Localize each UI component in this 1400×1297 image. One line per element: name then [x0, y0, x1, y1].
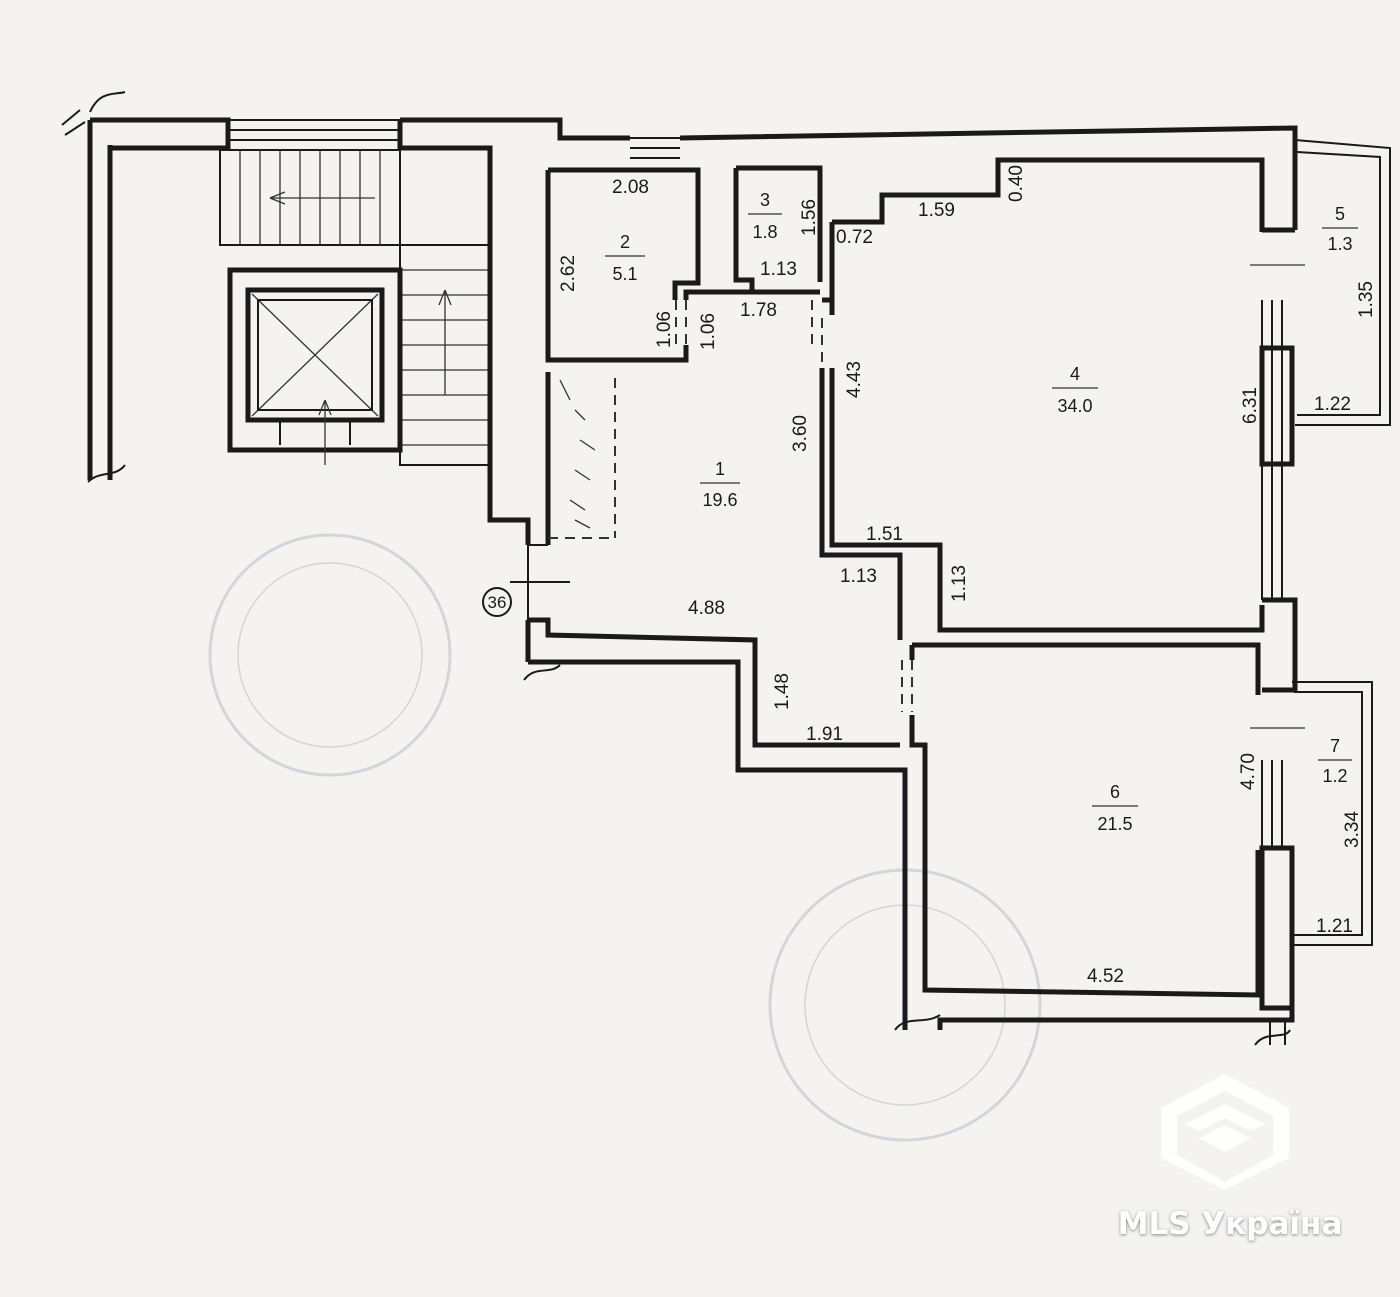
room-4-label: 4 34.0 — [1052, 364, 1098, 416]
dim-4-70: 4.70 — [1238, 753, 1259, 790]
dim-1-22: 1.22 — [1314, 394, 1351, 415]
room-2-label: 2 5.1 — [605, 232, 645, 284]
balcony-7 — [1250, 681, 1373, 946]
room-6-number: 6 — [1110, 782, 1120, 802]
dim-1-56: 1.56 — [799, 199, 820, 236]
stairwell — [90, 117, 531, 545]
dim-1-13-a: 1.13 — [760, 259, 797, 280]
dim-1-91: 1.91 — [806, 724, 843, 745]
mls-cube-logo-icon — [1161, 1074, 1289, 1190]
axis-marker: 36 — [482, 587, 512, 617]
room-5-area: 1.3 — [1327, 234, 1352, 254]
dim-1-35: 1.35 — [1356, 281, 1377, 318]
stamp-left — [208, 533, 452, 777]
room-6-area: 21.5 — [1097, 814, 1132, 834]
room-7-number: 7 — [1330, 736, 1340, 756]
room-5-label: 5 1.3 — [1322, 204, 1358, 254]
dim-1-06-a: 1.06 — [654, 311, 675, 348]
room-5-number: 5 — [1335, 204, 1345, 224]
room-6-walls — [901, 642, 1261, 998]
room-4-area: 34.0 — [1057, 396, 1092, 416]
room-7-label: 7 1.2 — [1318, 736, 1352, 786]
room-3-walls — [733, 165, 823, 293]
dim-4-88: 4.88 — [688, 598, 725, 619]
room-7-area: 1.2 — [1322, 766, 1347, 786]
dim-1-06-b: 1.06 — [698, 313, 719, 350]
dim-1-21: 1.21 — [1316, 916, 1353, 937]
room-4-walls — [819, 157, 1265, 640]
dim-4-52: 4.52 — [1087, 966, 1124, 987]
dim-0-72: 0.72 — [836, 227, 873, 248]
room-1-walls — [510, 372, 908, 1030]
dim-1-51: 1.51 — [866, 524, 903, 545]
room-2-number: 2 — [620, 232, 630, 252]
exterior-walls — [400, 117, 1298, 1046]
dim-4-43: 4.43 — [844, 361, 865, 398]
balcony-5 — [1250, 139, 1391, 426]
door-openings — [675, 300, 813, 345]
room-3-number: 3 — [760, 190, 770, 210]
dim-3-60: 3.60 — [790, 415, 811, 452]
room-1-area: 19.6 — [702, 490, 737, 510]
dim-2-62: 2.62 — [558, 255, 579, 292]
room-2-area: 5.1 — [612, 264, 637, 284]
axis-marker-label: 36 — [488, 593, 507, 612]
room-4-number: 4 — [1070, 364, 1080, 384]
dim-1-59: 1.59 — [918, 200, 955, 221]
dim-6-31: 6.31 — [1240, 387, 1261, 424]
watermark-text: MLS Україна — [1117, 1206, 1343, 1242]
room-1-number: 1 — [715, 459, 725, 479]
dim-2-08: 2.08 — [612, 177, 649, 198]
dimension-labels: 2.08 2.62 1.06 1.06 1.56 1.13 1.78 0.72 … — [558, 165, 1377, 987]
dim-1-78: 1.78 — [740, 300, 777, 321]
room-1-label: 1 19.6 — [700, 459, 740, 510]
room-6-label: 6 21.5 — [1092, 782, 1138, 834]
dim-1-13-c: 1.13 — [949, 565, 970, 602]
dim-1-48: 1.48 — [772, 673, 793, 710]
elevator-shaft — [227, 267, 403, 465]
room-3-area: 1.8 — [752, 222, 777, 242]
dim-0-40: 0.40 — [1006, 165, 1027, 202]
dim-1-13-b: 1.13 — [840, 566, 877, 587]
exterior-wall-left — [61, 91, 126, 483]
dim-3-34: 3.34 — [1342, 811, 1363, 848]
room-3-label: 3 1.8 — [748, 190, 782, 242]
